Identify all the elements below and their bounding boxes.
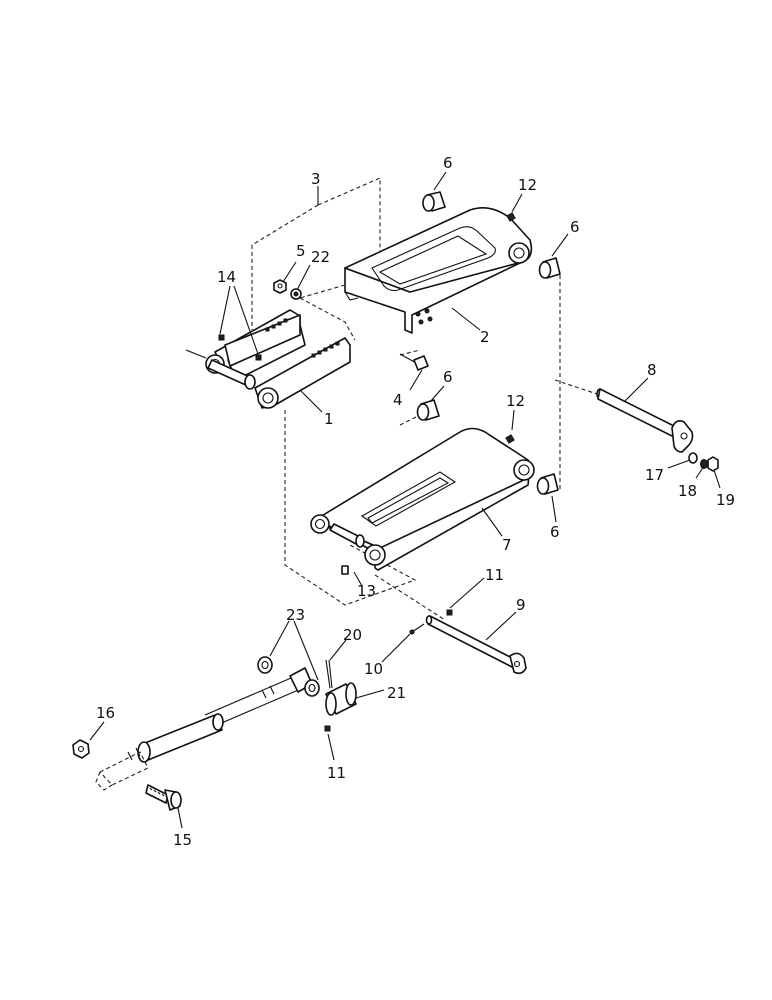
bushing-6-c — [416, 399, 440, 421]
callout-15: 15 — [173, 831, 192, 849]
lower-pin-part-9 — [425, 615, 527, 675]
fitting-14 — [218, 334, 262, 361]
callout-2: 2 — [480, 328, 490, 346]
washer-17 — [688, 452, 698, 464]
callout-20: 20 — [343, 626, 362, 644]
callout-7: 7 — [502, 536, 512, 554]
callout-18: 18 — [678, 482, 697, 500]
callout-14: 14 — [217, 268, 236, 286]
callout-11: 11 — [485, 566, 504, 584]
nut-19 — [707, 456, 719, 472]
callout-1: 1 — [324, 410, 334, 428]
callout-12: 12 — [506, 392, 525, 410]
callout-21: 21 — [387, 684, 406, 702]
grease-fitting-12-a — [506, 212, 516, 222]
pivot-bracket-part-1 — [185, 309, 351, 409]
hydraulic-cylinder — [95, 667, 313, 791]
callout-11: 11 — [327, 764, 346, 782]
callout-13: 13 — [357, 582, 376, 600]
washer-23-a — [257, 656, 273, 674]
fitting-11-a — [446, 609, 453, 616]
callout-4: 4 — [393, 391, 403, 409]
cotter-10 — [409, 623, 425, 635]
callout-labels: 3 6 12 6 5 22 14 2 1 4 6 12 8 17 18 19 7… — [96, 154, 735, 849]
grease-fitting-12-b — [505, 434, 515, 444]
callout-6: 6 — [570, 218, 580, 236]
pivot-pin-part-8 — [596, 388, 694, 453]
upper-arm-part-2 — [344, 207, 533, 334]
cotter-20 — [325, 659, 333, 689]
bolt-4 — [399, 353, 429, 371]
fitting-11-b — [324, 725, 331, 732]
callout-3: 3 — [311, 170, 321, 188]
nut-16 — [72, 739, 90, 759]
callout-22: 22 — [311, 248, 330, 266]
callout-23: 23 — [286, 606, 305, 624]
nut-5 — [273, 279, 287, 294]
callout-12: 12 — [518, 176, 537, 194]
lockwasher-18 — [700, 459, 708, 469]
bushing-6-a — [422, 191, 446, 212]
fitting-13 — [341, 565, 349, 575]
lower-arm-part-7 — [310, 427, 535, 571]
callout-19: 19 — [716, 491, 735, 509]
bolt-15 — [145, 784, 182, 811]
callout-17: 17 — [645, 466, 664, 484]
callout-10: 10 — [364, 660, 383, 678]
washer-23-b — [304, 679, 320, 697]
callout-5: 5 — [296, 242, 306, 260]
bushing-6-d — [536, 473, 559, 495]
leader-lines — [89, 171, 721, 829]
washer-22 — [290, 288, 302, 300]
callout-6: 6 — [550, 523, 560, 541]
clevis-pin-21 — [325, 682, 357, 716]
callout-16: 16 — [96, 704, 115, 722]
callout-6: 6 — [443, 368, 453, 386]
callout-8: 8 — [647, 361, 657, 379]
callout-9: 9 — [516, 596, 526, 614]
callout-6: 6 — [443, 154, 453, 172]
bushing-6-b — [538, 257, 561, 279]
